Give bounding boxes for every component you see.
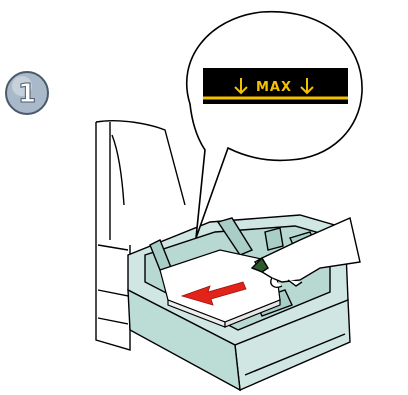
- max-down-arrow-icon: [234, 78, 248, 95]
- step-badge-icon: [5, 71, 49, 115]
- max-label: MAX: [256, 80, 292, 95]
- paper-stack: [159, 249, 281, 328]
- pull-direction-arrow-icon: [180, 281, 247, 306]
- hand-icon: [250, 217, 361, 288]
- step-badge: 1: [5, 71, 49, 115]
- max-level-callout: MAX: [185, 10, 363, 239]
- step-number: 1: [18, 79, 36, 109]
- max-down-arrow-icon: [300, 78, 314, 95]
